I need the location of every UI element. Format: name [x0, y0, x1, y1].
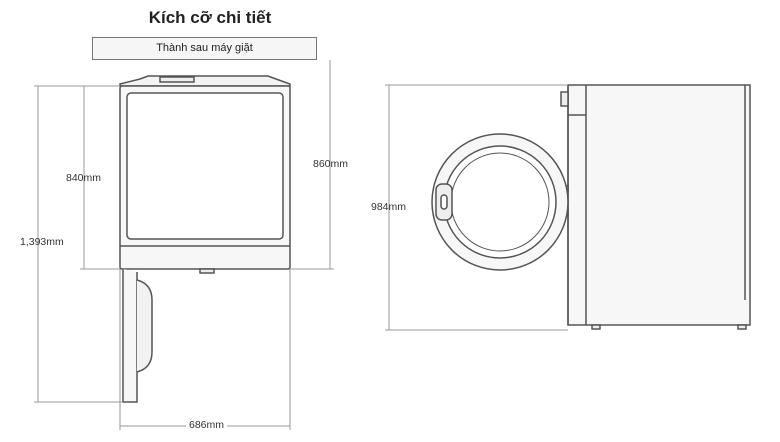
rear-wall-label: Thành sau máy giặt — [92, 37, 317, 60]
dim-width-label: 686mm — [186, 419, 228, 431]
dim-total-height-label: 1,393mm — [20, 236, 64, 248]
door-glass — [136, 279, 153, 373]
page-title: Kích cỡ chi tiết — [148, 8, 272, 27]
control-knob — [560, 91, 569, 107]
detergent-drawer — [159, 76, 195, 83]
top-rim — [119, 75, 291, 87]
top-panel — [126, 92, 284, 240]
open-door — [122, 269, 138, 403]
dim-side-height-label: 984mm — [371, 201, 407, 213]
dim-body-height-left-label: 840mm — [66, 172, 102, 184]
top-view — [119, 75, 291, 403]
pump-filter — [199, 268, 215, 274]
door-inner-ring — [450, 152, 550, 252]
side-view — [431, 84, 751, 330]
dimension-lines-top — [34, 60, 334, 430]
dim-body-height-right-label: 860mm — [313, 158, 349, 170]
dimension-lines-side — [385, 84, 568, 331]
cabinet-side — [567, 84, 751, 326]
